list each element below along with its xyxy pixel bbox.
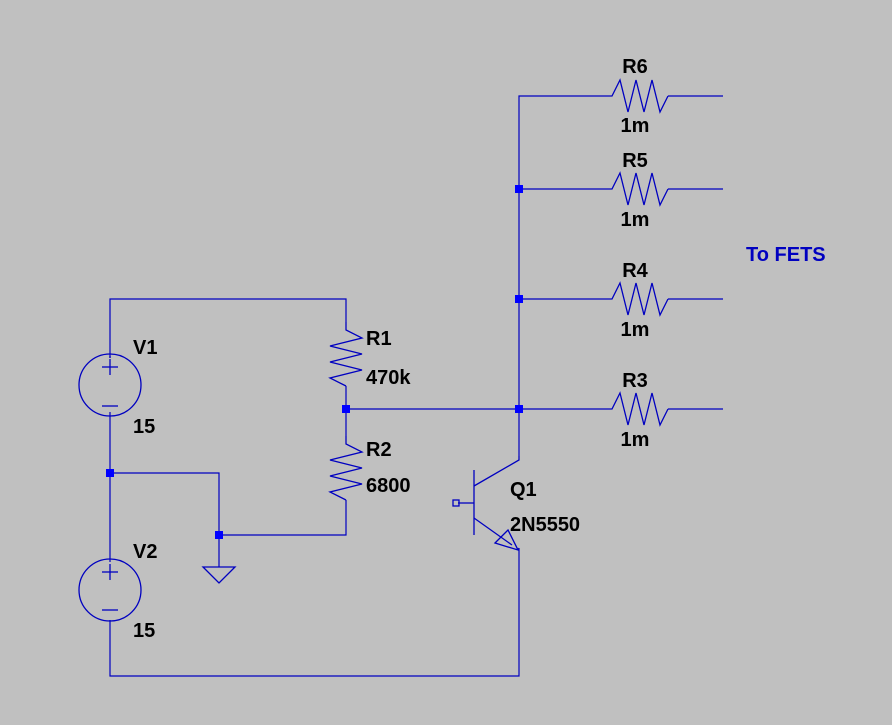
r3-resistor-symbol	[604, 391, 669, 427]
r6-value: 1m	[621, 115, 650, 137]
v1-label: V1	[133, 337, 157, 359]
r2-label: R2	[366, 439, 392, 461]
r3-value: 1m	[621, 429, 650, 451]
r2-value: 6800	[366, 475, 411, 497]
r4-label: R4	[622, 260, 648, 282]
junction-dot	[515, 185, 523, 193]
junction-dot	[515, 405, 523, 413]
r4-resistor-symbol	[604, 281, 669, 317]
q1-transistor-symbol	[452, 456, 520, 552]
v2-source-symbol	[78, 558, 142, 622]
v2-label: V2	[133, 541, 157, 563]
to-fets-note: To FETS	[746, 244, 826, 266]
junctions	[106, 185, 523, 539]
junction-dot	[106, 469, 114, 477]
ground-icon	[201, 566, 237, 584]
r6-label: R6	[622, 56, 648, 78]
wires	[109, 95, 723, 677]
q1-value: 2N5550	[510, 514, 580, 536]
r1-resistor-symbol	[328, 322, 364, 387]
r1-label: R1	[366, 328, 392, 350]
v2-value: 15	[133, 620, 155, 642]
r5-label: R5	[622, 150, 648, 172]
junction-dot	[342, 405, 350, 413]
r5-resistor-symbol	[604, 171, 669, 207]
junction-dot	[515, 295, 523, 303]
v1-value: 15	[133, 416, 155, 438]
r3-label: R3	[622, 370, 648, 392]
r5-value: 1m	[621, 209, 650, 231]
r2-resistor-symbol	[328, 436, 364, 501]
q1-label: Q1	[510, 479, 537, 501]
r6-resistor-symbol	[604, 78, 669, 114]
r4-value: 1m	[621, 319, 650, 341]
r1-value: 470k	[366, 367, 411, 389]
junction-dot	[215, 531, 223, 539]
v1-source-symbol	[78, 353, 142, 417]
